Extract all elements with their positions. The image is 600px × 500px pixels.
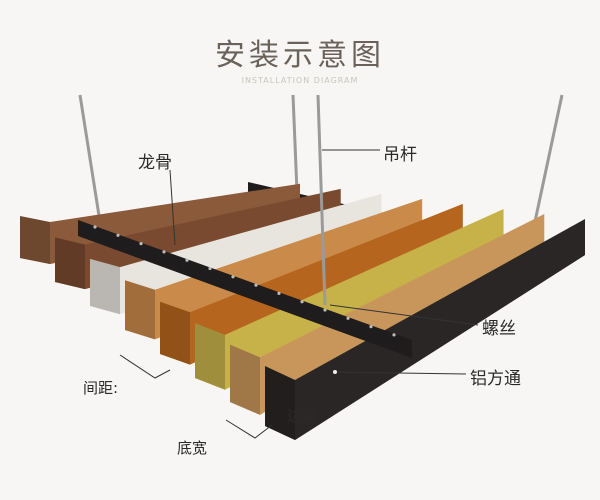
keel-hole [116, 233, 120, 237]
label-tube: 铝方通 [470, 369, 521, 389]
label-screw: 螺丝 [482, 319, 516, 339]
label-bottom-width: 底宽 [177, 439, 208, 457]
leader-keel [169, 169, 176, 246]
leader-tube [334, 371, 467, 375]
slat-end [55, 237, 85, 290]
keel-front [78, 220, 412, 358]
label-keel: 龙骨 [138, 153, 172, 173]
slat-end [125, 280, 155, 340]
slat-side-panel [295, 219, 585, 440]
screw-dot [333, 370, 337, 374]
slat-end [160, 301, 190, 365]
leader-bottom-width [225, 419, 273, 439]
keel-hole [185, 258, 189, 262]
keel-hole [254, 283, 258, 287]
slat-end [20, 216, 50, 264]
keel-hole [139, 242, 143, 246]
keel-hole [346, 316, 350, 320]
slat-end [195, 323, 225, 390]
keel-hole [162, 250, 166, 254]
rod [316, 94, 327, 306]
keel-hole [323, 308, 327, 312]
rod [78, 94, 102, 223]
keel-hole [231, 275, 235, 279]
diagram-subtitle: INSTALLATION DIAGRAM [241, 76, 359, 85]
diagram-title: 安装示意图 [215, 38, 385, 73]
slat-end [265, 366, 295, 440]
keel-hole [277, 291, 281, 295]
keel-hole [392, 333, 396, 337]
label-edge-height: 边高 [287, 407, 318, 425]
leader-spacing [119, 354, 171, 379]
slat-end [230, 344, 260, 415]
rod [291, 94, 299, 193]
slat-end [90, 258, 120, 315]
keel-hole [300, 300, 304, 304]
label-rod: 吊杆 [383, 145, 417, 165]
label-spacing: 间距: [83, 379, 119, 397]
keel-hole [93, 225, 97, 229]
keel-hole [208, 266, 212, 271]
keel-hole [369, 325, 373, 329]
leader-screw [329, 304, 479, 326]
